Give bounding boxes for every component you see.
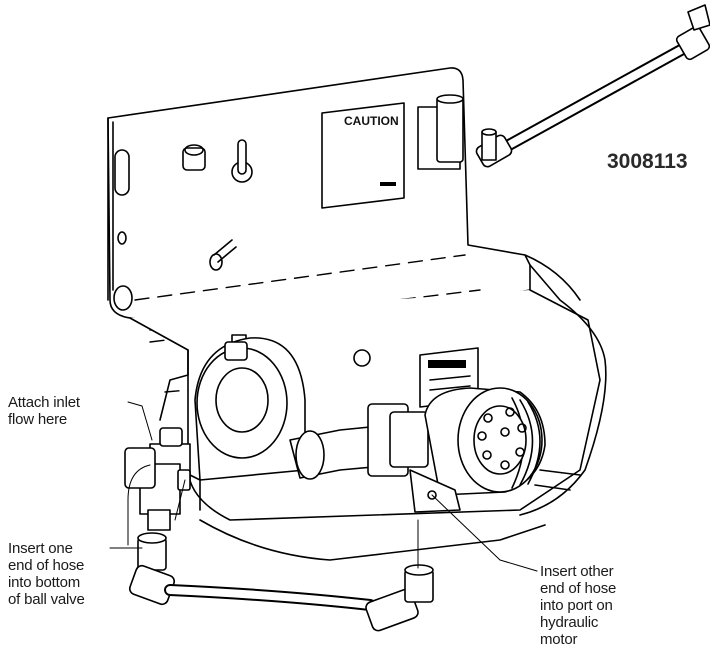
bottom-hose bbox=[128, 532, 434, 632]
part-number-label: 3008113 bbox=[607, 150, 688, 173]
ball-valve bbox=[124, 427, 201, 531]
guide-lines bbox=[127, 464, 419, 569]
leader-lines bbox=[109, 401, 538, 572]
filter-canister bbox=[194, 337, 306, 481]
mounting-back-plate bbox=[107, 67, 531, 331]
caution-label-text: CAUTION bbox=[344, 114, 399, 128]
upper-hose-assembly bbox=[475, 4, 710, 168]
hydraulic-motor bbox=[409, 387, 546, 513]
caution-decal: CAUTION bbox=[321, 102, 405, 209]
coupling bbox=[289, 403, 429, 480]
callout-insert-one-end: Insert one end of hose into bottom of ba… bbox=[8, 540, 85, 608]
callout-insert-other-end: Insert other end of hose into port on hy… bbox=[540, 563, 617, 648]
hinge-bracket bbox=[417, 94, 464, 170]
callout-attach-inlet: Attach inlet flow here bbox=[8, 394, 80, 428]
